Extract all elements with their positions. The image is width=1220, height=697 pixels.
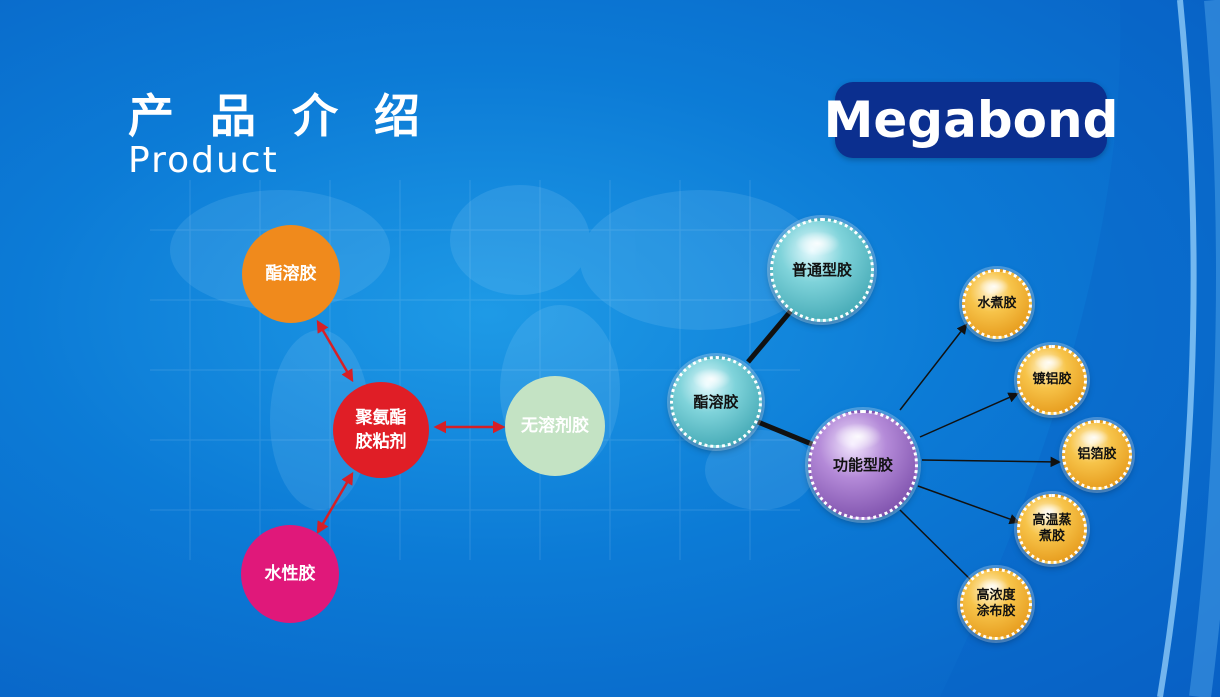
node-general-type: 普通型胶 [770,218,874,322]
child-4-line-2: 煮胶 [1038,529,1065,544]
node-aluminum-foil: 铝箔胶 [1062,420,1132,490]
node-solventless-label: 无溶剂胶 [521,416,589,436]
node-functional-label: 功能型胶 [832,455,893,474]
arrow-to-child-1 [899,323,968,411]
node-water-based: 水性胶 [241,525,339,623]
arrow-to-child-5 [899,509,978,587]
child-2-label: 镀铝胶 [1032,372,1072,387]
center-line-1: 聚氨酯 [355,408,407,428]
page-title: 产 品 介 绍 [128,89,431,143]
node-ester-solvent: 酯溶胶 [242,225,340,323]
node-retort: 高温蒸 煮胶 [1017,494,1087,564]
node-root-label: 酯溶胶 [693,392,739,411]
child-1-label: 水煮胶 [977,296,1017,311]
node-ester-solvent-label: 酯溶胶 [265,264,317,284]
node-boiling-resistant: 水煮胶 [962,269,1032,339]
child-5-line-2: 涂布胶 [976,604,1016,619]
node-general-label: 普通型胶 [791,260,852,279]
link-root-to-functional [757,419,815,448]
arrow-center-to-top [316,319,354,383]
child-5-line-1: 高浓度 [976,588,1016,603]
child-4-line-1: 高温蒸 [1032,513,1072,528]
arrow-center-to-bottom [316,471,354,535]
arrow-to-child-4 [917,485,1020,525]
center-line-2: 胶粘剂 [355,432,407,452]
page-subtitle: Product [128,140,279,181]
node-solventless: 无溶剂胶 [505,376,605,476]
brand-logo: Megabond [824,82,1118,158]
node-functional-type: 功能型胶 [808,410,918,520]
arrow-to-child-2 [919,392,1019,438]
node-high-solid-coating: 高浓度 涂布胶 [960,568,1032,640]
node-polyurethane-adhesive: 聚氨酯 胶粘剂 [333,382,429,478]
arrow-to-child-3 [921,456,1062,468]
node-water-based-label: 水性胶 [264,564,316,584]
node-root-ester-solvent: 酯溶胶 [670,356,762,448]
node-metallized: 镀铝胶 [1017,345,1087,415]
child-3-label: 铝箔胶 [1077,447,1117,462]
